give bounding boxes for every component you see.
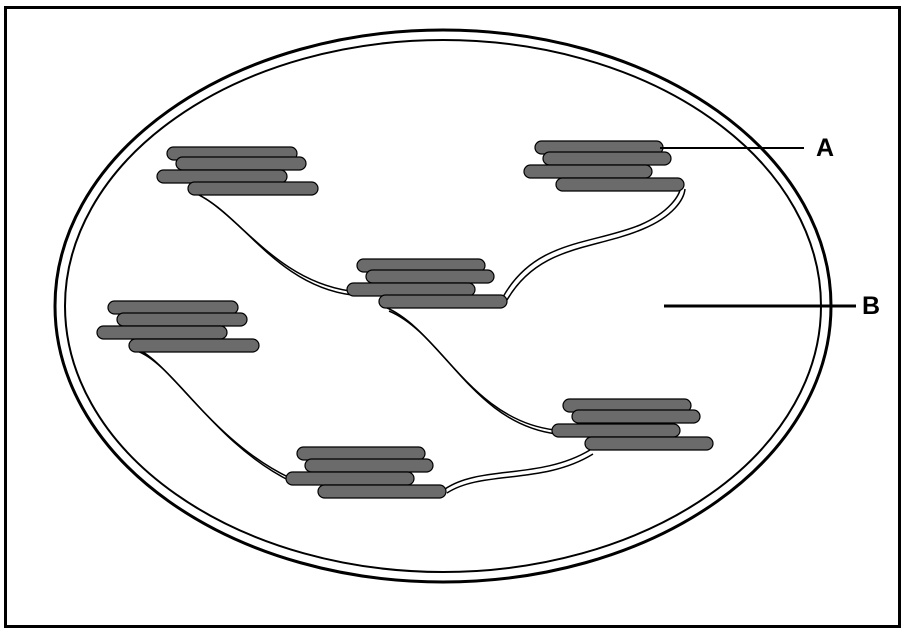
- thylakoid-disc: [97, 326, 227, 339]
- thylakoid-disc: [524, 165, 652, 178]
- granum-stack: [552, 399, 713, 450]
- thylakoid-disc: [347, 283, 475, 296]
- lamella-3b: [389, 311, 557, 434]
- thylakoid-disc: [117, 313, 247, 326]
- granum-stack: [97, 301, 259, 352]
- lamella-4b: [137, 351, 292, 482]
- label-a: A: [816, 136, 834, 161]
- lamella-4: [133, 347, 290, 478]
- thylakoid-disc: [543, 152, 671, 165]
- thylakoid-disc: [572, 410, 700, 423]
- granum-stack: [347, 259, 507, 308]
- granum-stack: [286, 447, 446, 498]
- thylakoid-disc: [585, 437, 713, 450]
- label-b: B: [862, 294, 880, 319]
- thylakoid-disc: [157, 170, 287, 183]
- thylakoid-disc: [556, 178, 684, 191]
- lamella-2b: [507, 189, 685, 300]
- granum-stack: [157, 147, 318, 195]
- thylakoid-disc: [318, 485, 446, 498]
- thylakoid-disc: [188, 182, 318, 195]
- thylakoid-disc: [176, 157, 306, 170]
- thylakoid-disc: [379, 295, 507, 308]
- lamella-5: [445, 450, 590, 489]
- thylakoid-disc: [108, 301, 238, 314]
- thylakoid-disc: [552, 424, 680, 437]
- lamella-2: [503, 186, 681, 297]
- thylakoid-disc: [366, 270, 494, 283]
- thylakoid-disc: [297, 447, 425, 460]
- thylakoid-disc: [305, 459, 433, 472]
- lamella-1b: [201, 196, 352, 295]
- thylakoid-disc: [129, 339, 259, 352]
- thylakoid-disc: [286, 472, 414, 485]
- lamella-3: [385, 307, 555, 430]
